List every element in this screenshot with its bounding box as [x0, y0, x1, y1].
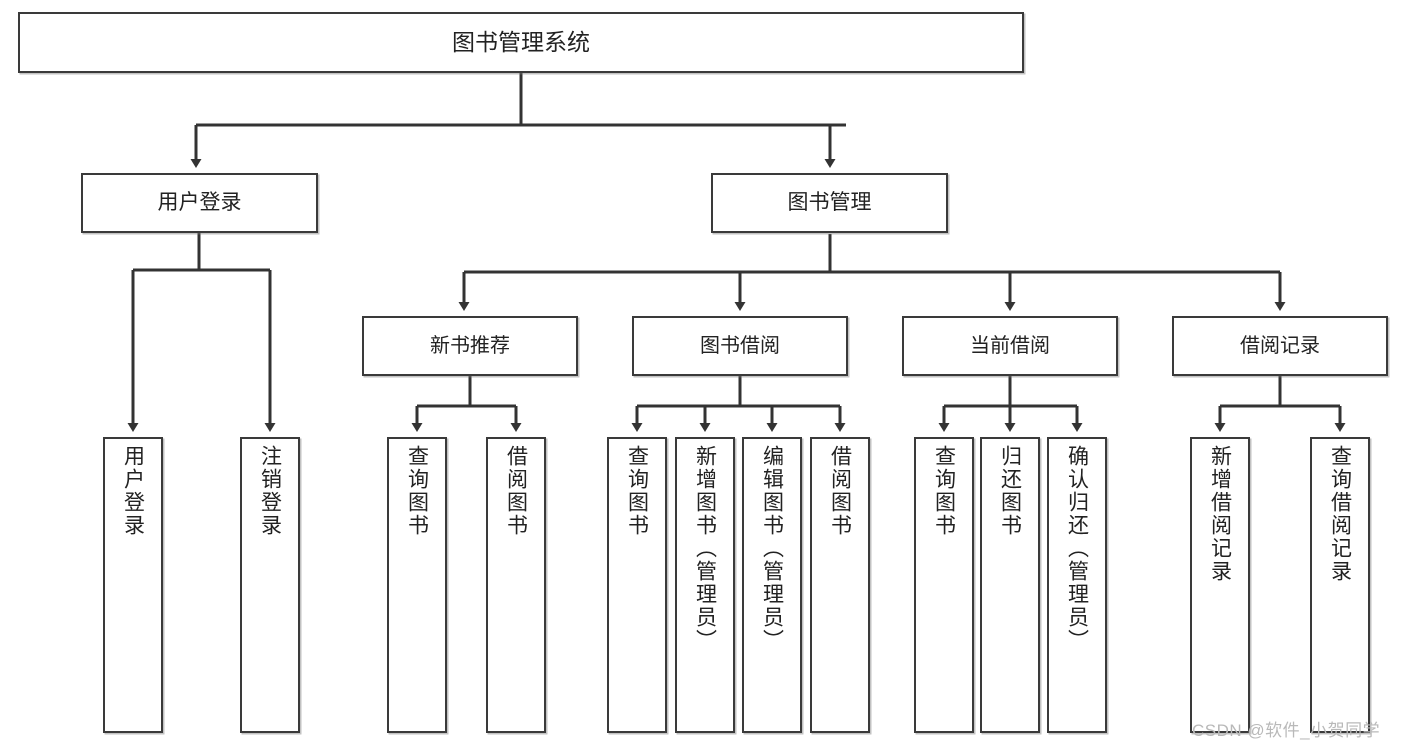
node-leaf-query-book-3[interactable]: 查询图书	[914, 437, 974, 733]
node-leaf-query-book-2-label: 查询图书	[625, 445, 649, 537]
node-book-borrow-label: 图书借阅	[700, 334, 780, 357]
node-user-login-label: 用户登录	[157, 190, 242, 214]
node-book-manage[interactable]: 图书管理	[711, 173, 948, 233]
node-leaf-borrow-book-2[interactable]: 借阅图书	[810, 437, 870, 733]
node-leaf-return-book[interactable]: 归还图书	[980, 437, 1040, 733]
node-leaf-add-book-admin[interactable]: 新增图书（管理员）	[675, 437, 735, 733]
node-leaf-edit-book-admin-label: 编辑图书（管理员）	[760, 445, 784, 652]
node-leaf-return-book-label: 归还图书	[998, 445, 1022, 537]
node-leaf-logout-label: 注销登录	[258, 445, 282, 537]
node-leaf-query-book-3-label: 查询图书	[932, 445, 956, 537]
node-borrow-record-label: 借阅记录	[1240, 334, 1320, 357]
node-borrow-record[interactable]: 借阅记录	[1172, 316, 1388, 376]
node-leaf-user-login[interactable]: 用户登录	[103, 437, 163, 733]
node-leaf-confirm-return-admin-label: 确认归还（管理员）	[1065, 445, 1089, 652]
node-current-borrow-label: 当前借阅	[970, 334, 1050, 357]
node-user-login[interactable]: 用户登录	[81, 173, 318, 233]
node-root[interactable]: 图书管理系统	[18, 12, 1024, 73]
node-current-borrow[interactable]: 当前借阅	[902, 316, 1118, 376]
node-leaf-add-book-admin-label: 新增图书（管理员）	[693, 445, 717, 652]
node-book-borrow[interactable]: 图书借阅	[632, 316, 848, 376]
node-leaf-query-record[interactable]: 查询借阅记录	[1310, 437, 1370, 733]
csdn-watermark: CSDN @软件_小贺同学	[1192, 721, 1381, 740]
node-leaf-query-book-1-label: 查询图书	[405, 445, 429, 537]
node-leaf-edit-book-admin[interactable]: 编辑图书（管理员）	[742, 437, 802, 733]
node-leaf-confirm-return-admin[interactable]: 确认归还（管理员）	[1047, 437, 1107, 733]
node-new-book-recommend-label: 新书推荐	[430, 334, 510, 357]
node-leaf-borrow-book-2-label: 借阅图书	[828, 445, 852, 537]
node-leaf-borrow-book-1[interactable]: 借阅图书	[486, 437, 546, 733]
node-leaf-borrow-book-1-label: 借阅图书	[504, 445, 528, 537]
node-leaf-add-record-label: 新增借阅记录	[1208, 445, 1232, 583]
node-book-manage-label: 图书管理	[787, 190, 872, 214]
node-new-book-recommend[interactable]: 新书推荐	[362, 316, 578, 376]
node-leaf-query-record-label: 查询借阅记录	[1328, 445, 1352, 583]
node-leaf-query-book-1[interactable]: 查询图书	[387, 437, 447, 733]
node-leaf-add-record[interactable]: 新增借阅记录	[1190, 437, 1250, 733]
node-leaf-logout[interactable]: 注销登录	[240, 437, 300, 733]
node-root-label: 图书管理系统	[452, 29, 590, 56]
node-leaf-user-login-label: 用户登录	[121, 445, 145, 537]
node-leaf-query-book-2[interactable]: 查询图书	[607, 437, 667, 733]
